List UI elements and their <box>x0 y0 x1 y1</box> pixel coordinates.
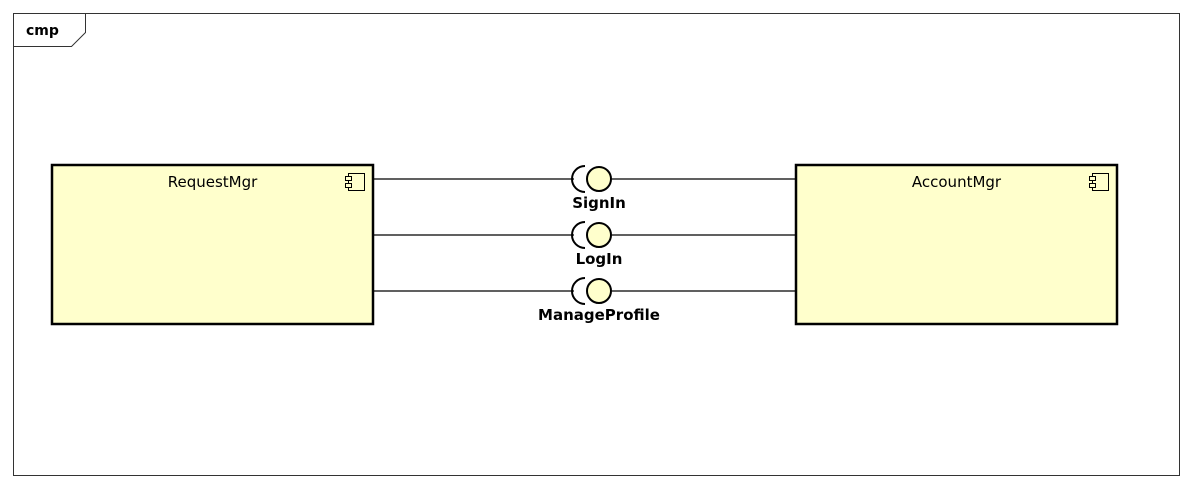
component-icon <box>345 173 365 191</box>
connectors <box>374 178 796 292</box>
interface-label: SignIn <box>572 194 626 212</box>
component-box[interactable] <box>794 163 1119 326</box>
interface-signin[interactable]: SignIn <box>571 165 626 212</box>
interface-label: LogIn <box>576 250 623 268</box>
interface-login[interactable]: LogIn <box>571 221 623 268</box>
provided-interface-ball[interactable] <box>586 222 612 248</box>
interface-label: ManageProfile <box>538 306 660 324</box>
required-interface-socket <box>571 165 586 193</box>
provided-interface-ball[interactable] <box>586 166 612 192</box>
component-name: AccountMgr <box>912 173 1002 191</box>
provided-interface-ball[interactable] <box>586 278 612 304</box>
component-name: RequestMgr <box>168 173 258 191</box>
component-box[interactable] <box>50 163 375 326</box>
interface-manageprofile[interactable]: ManageProfile <box>538 277 660 324</box>
component-icon <box>1089 173 1109 191</box>
frame-label: cmp <box>26 23 59 39</box>
required-interface-socket <box>571 277 586 305</box>
component-accountmgr[interactable]: AccountMgr <box>794 163 1119 326</box>
component-requestmgr[interactable]: RequestMgr <box>50 163 375 326</box>
required-interface-socket <box>571 221 586 249</box>
frame-tab <box>13 13 86 47</box>
